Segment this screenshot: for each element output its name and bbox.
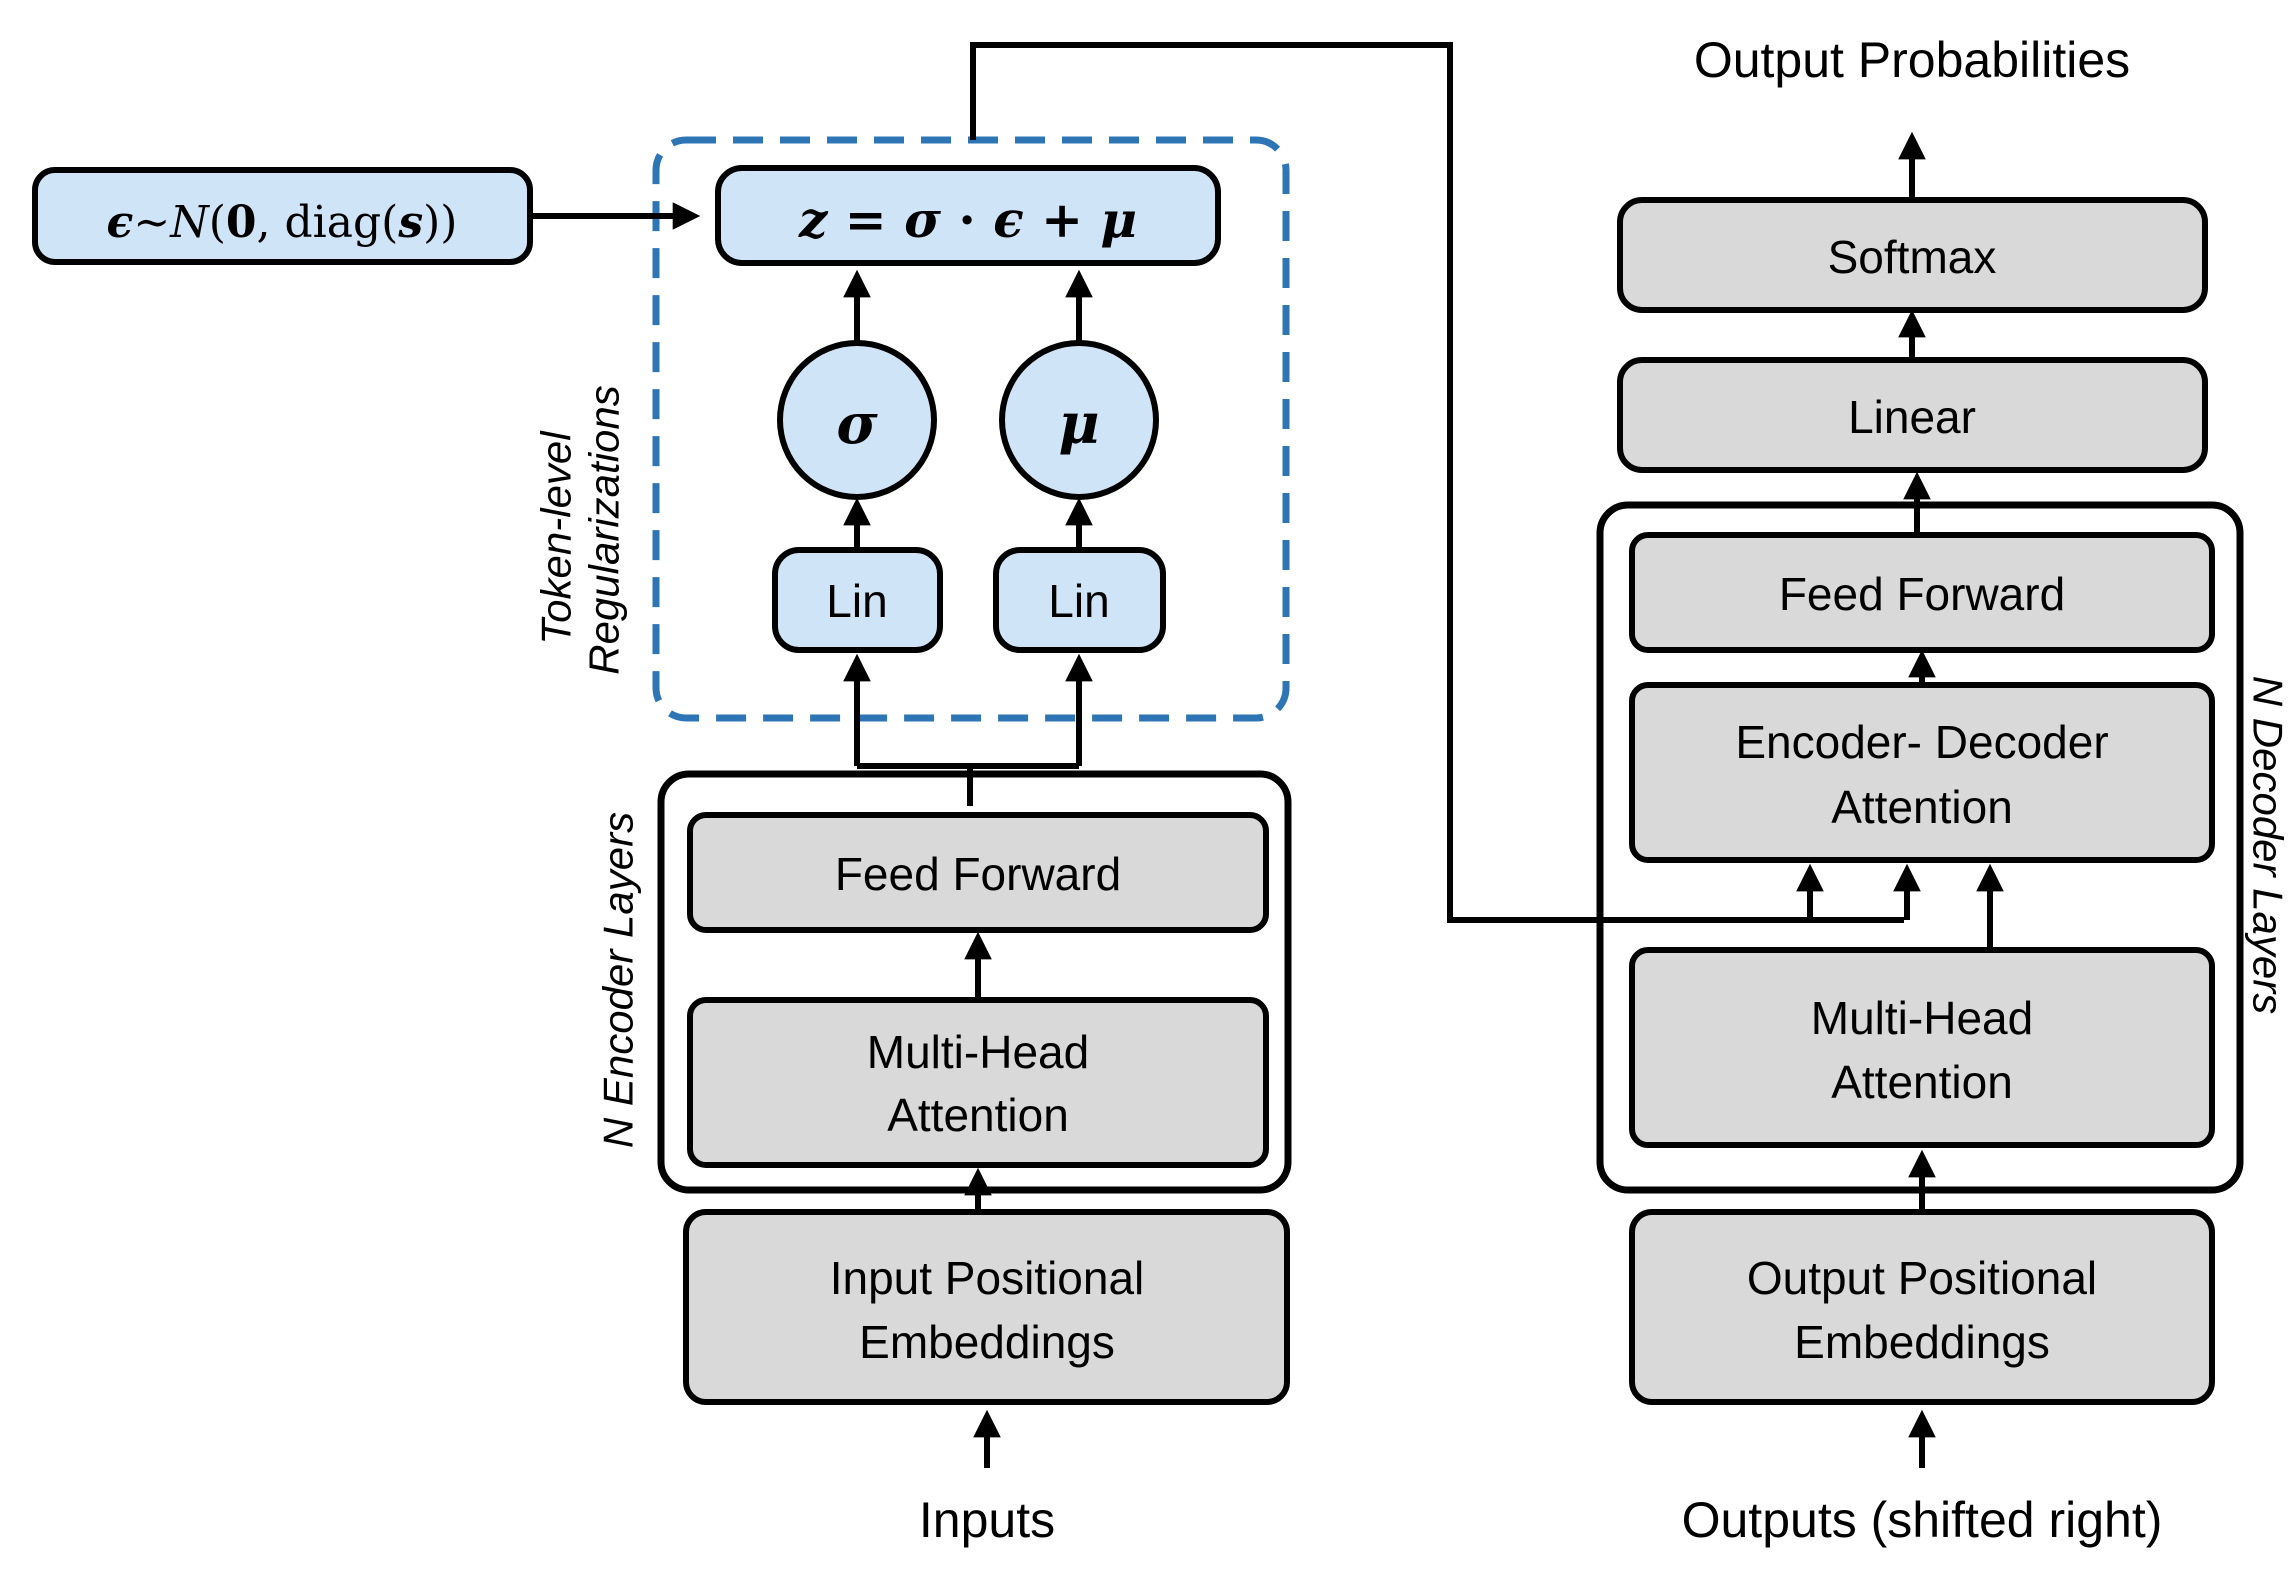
input-positional-embeddings-box <box>683 1209 1290 1405</box>
output-probabilities-label: Output Probabilities <box>1694 32 2130 88</box>
encoder-mha-label-line2: Attention <box>887 1089 1069 1141</box>
formula-epsilon: ϵ <box>107 197 134 248</box>
lin-left-box <box>772 547 943 653</box>
outputs-label: Outputs (shifted right) <box>1682 1492 2163 1548</box>
input-embed-label-line1: Input Positional <box>830 1252 1145 1304</box>
encoder-feed-forward-box <box>687 812 1269 933</box>
formula-paren: ( <box>209 197 226 248</box>
token-regularization-label-line2: Regularizations <box>581 385 628 675</box>
mu-node-label: μ <box>1059 391 1100 457</box>
sigma-node-label: σ <box>836 391 878 457</box>
formula-comma: , <box>257 197 285 248</box>
encoder-layers-label: N Encoder Layers <box>595 812 642 1148</box>
lin-left-label: Lin <box>826 575 887 627</box>
mu-circle <box>999 340 1159 500</box>
decoder-layers-label: N Decoder Layers <box>2245 676 2292 1014</box>
decoder-multi-head-attention-box <box>1629 947 2215 1148</box>
formula-close: )) <box>423 197 457 248</box>
encoder-multi-head-attention-box <box>687 997 1269 1168</box>
linear-box <box>1617 357 2208 473</box>
output-embed-label-line1: Output Positional <box>1747 1252 2097 1304</box>
softmax-label: Softmax <box>1828 231 1997 283</box>
input-embed-label-line2: Embeddings <box>859 1316 1115 1368</box>
z-formula-box <box>715 165 1221 266</box>
z-formula: z = σ · ϵ + μ <box>798 190 1137 249</box>
lin-right-label: Lin <box>1048 575 1109 627</box>
encoder-feed-forward-label: Feed Forward <box>835 848 1121 900</box>
formula-tilde: ~ <box>133 197 170 248</box>
output-embed-label-line2: Embeddings <box>1794 1316 2050 1368</box>
z-mu: μ <box>1100 190 1137 249</box>
sigma-circle <box>777 340 937 500</box>
inputs-label: Inputs <box>919 1492 1055 1548</box>
eda-label-line2: Attention <box>1831 781 2013 833</box>
decoder-feed-forward-label: Feed Forward <box>1779 568 2065 620</box>
output-positional-embeddings-box <box>1629 1209 2215 1405</box>
formula-diag: diag( <box>285 197 399 248</box>
encoder-decoder-attention-box <box>1629 682 2215 863</box>
z-sigma: σ <box>904 190 941 249</box>
linear-label: Linear <box>1848 391 1976 443</box>
formula-N: N <box>169 197 210 248</box>
encoder-mha-label-line1: Multi-Head <box>867 1026 1089 1078</box>
z-var: z <box>798 190 829 249</box>
formula-s: s <box>397 197 423 248</box>
token-regularization-label-line1: Token-level <box>533 430 580 645</box>
eda-label-line1: Encoder- Decoder <box>1735 716 2108 768</box>
epsilon-noise-formula: ϵ~N(0, diag(s)) <box>107 197 458 248</box>
lin-right-box <box>993 547 1166 653</box>
formula-zero: 0 <box>226 197 257 248</box>
decoder-mha-label-line2: Attention <box>1831 1056 2013 1108</box>
decoder-mha-label-line1: Multi-Head <box>1811 992 2033 1044</box>
z-eq: = <box>827 190 904 249</box>
z-plus: + <box>1024 190 1101 249</box>
routing-line-regularization-to-decoder <box>970 42 1904 923</box>
z-dot: · <box>941 190 993 249</box>
z-eps: ϵ <box>993 190 1023 249</box>
